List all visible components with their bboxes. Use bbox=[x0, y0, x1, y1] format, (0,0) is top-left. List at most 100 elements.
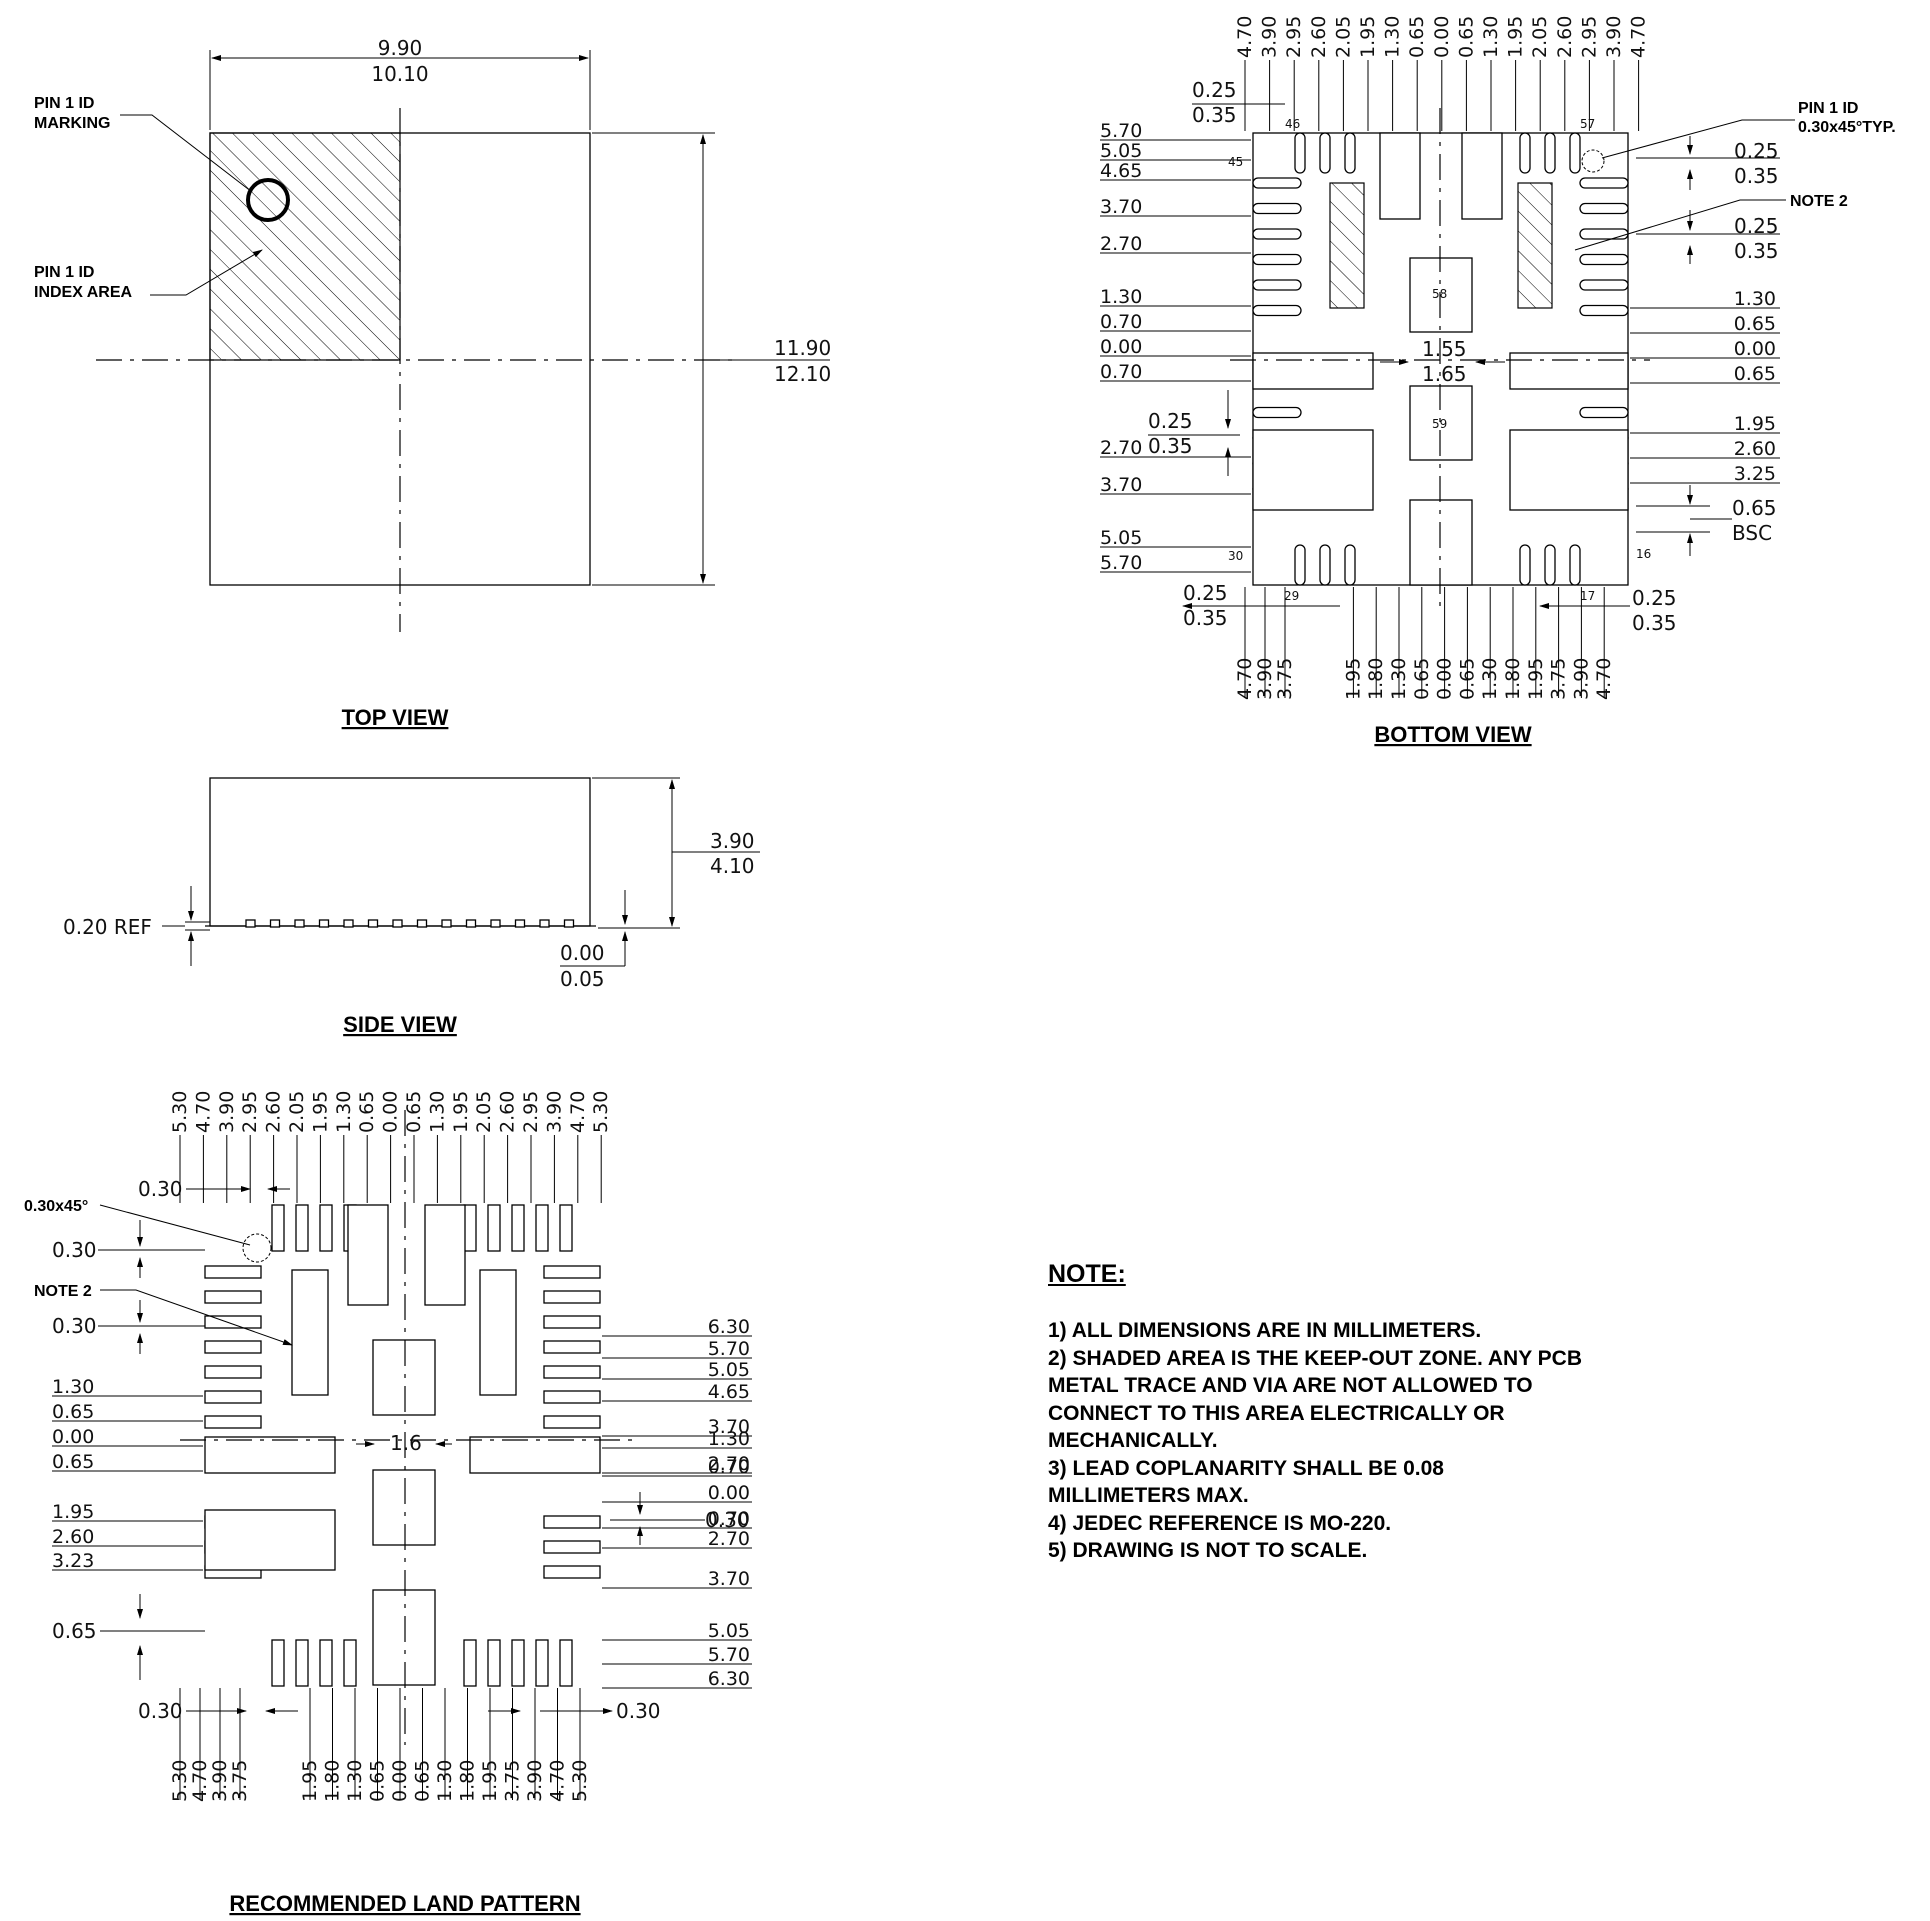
bv-left-tick: 3.70 bbox=[1100, 474, 1142, 496]
bv-left-tick: 5.70 bbox=[1100, 120, 1142, 142]
bv-top-tick: 2.60 bbox=[1554, 16, 1576, 58]
bv-lead-top bbox=[1544, 132, 1556, 174]
lp-top-tick: 0.00 bbox=[380, 1091, 402, 1133]
bv-right-tick: 1.95 bbox=[1734, 413, 1776, 435]
bv-left-tick: 1.30 bbox=[1100, 286, 1142, 308]
note-line: MECHANICALLY. bbox=[1048, 1429, 1218, 1452]
keepout-left bbox=[1329, 182, 1365, 309]
lp-left-tick: 1.30 bbox=[52, 1376, 94, 1398]
lp-left-tick: 2.60 bbox=[52, 1526, 94, 1548]
lp-pad-left bbox=[204, 1340, 262, 1354]
side-view-title: SIDE VIEW bbox=[343, 1012, 457, 1037]
lp-pad-bottom bbox=[343, 1639, 357, 1687]
notes-block: NOTE: 1) ALL DIMENSIONS ARE IN MILLIMETE… bbox=[1048, 1260, 1608, 1565]
lp-top-tick: 2.95 bbox=[520, 1091, 542, 1133]
side-lead bbox=[294, 919, 305, 928]
pin-59: 59 bbox=[1432, 417, 1447, 431]
pin-58: 58 bbox=[1432, 287, 1447, 301]
lp-pad-right bbox=[543, 1340, 601, 1354]
bv-gap-max: 1.65 bbox=[1422, 362, 1467, 386]
bv-lead-right bbox=[1579, 177, 1629, 189]
lp-right-tick: 4.65 bbox=[708, 1381, 750, 1403]
lp-right-tick: 0.00 bbox=[708, 1482, 750, 1504]
lp-left-tick: 0.00 bbox=[52, 1426, 94, 1448]
lp-pad-right bbox=[543, 1540, 601, 1554]
bv-right-tick: 2.60 bbox=[1734, 438, 1776, 460]
side-lead bbox=[465, 919, 477, 928]
lp-top-tick: 2.60 bbox=[263, 1091, 285, 1133]
bv-lead-w5-max: 0.35 bbox=[1183, 606, 1228, 630]
lp-pad-right bbox=[543, 1515, 601, 1529]
bv-note2: NOTE 2 bbox=[1790, 193, 1848, 210]
lp-top-tick: 2.05 bbox=[286, 1091, 308, 1133]
side-lead bbox=[343, 919, 354, 928]
bottom-view-title: BOTTOM VIEW bbox=[1374, 722, 1531, 747]
bv-lead-right bbox=[1579, 406, 1629, 419]
lp-pad-right bbox=[543, 1390, 601, 1404]
top-height-min: 11.90 bbox=[774, 336, 831, 360]
pin-30: 30 bbox=[1228, 549, 1243, 563]
lp-top-tick: 4.70 bbox=[567, 1091, 589, 1133]
lp-pad-left bbox=[204, 1390, 262, 1404]
bv-left-tick: 4.65 bbox=[1100, 160, 1142, 182]
note-line: 1) ALL DIMENSIONS ARE IN MILLIMETERS. bbox=[1048, 1319, 1482, 1342]
side-lead bbox=[318, 919, 330, 928]
bv-lead-w4-min: 0.25 bbox=[1148, 409, 1193, 433]
side-view: 3.90 4.10 0.20 REF 0.00 0.05 SIDE VIEW bbox=[63, 777, 760, 1037]
bv-lead-bottom bbox=[1294, 544, 1306, 586]
bv-lead-top bbox=[1344, 132, 1356, 174]
bv-lead-bottom bbox=[1344, 544, 1356, 586]
lp-pad-bottom bbox=[487, 1639, 501, 1687]
bv-lead-right bbox=[1579, 304, 1629, 317]
pad-58 bbox=[1409, 257, 1473, 333]
lp-top-tick: 4.70 bbox=[192, 1091, 214, 1133]
bv-lead-w1-min: 0.25 bbox=[1192, 78, 1237, 102]
bv-lead-right bbox=[1579, 202, 1629, 215]
lp-pad-right bbox=[543, 1415, 601, 1429]
lp-pad-right bbox=[543, 1290, 601, 1304]
lp-pad-bottom bbox=[463, 1639, 477, 1687]
lp-pad-bottom bbox=[559, 1639, 573, 1687]
bv-lead-w2-max: 0.35 bbox=[1734, 164, 1779, 188]
lp-top-tick: 1.30 bbox=[333, 1091, 355, 1133]
pin-29: 29 bbox=[1284, 589, 1299, 603]
bv-top-tick: 3.90 bbox=[1259, 16, 1281, 58]
lp-pad-top bbox=[511, 1204, 525, 1252]
bv-pitch-bsc: BSC bbox=[1732, 521, 1772, 545]
lp-pad-bottom bbox=[295, 1639, 309, 1687]
lp-right-tick: 3.70 bbox=[708, 1416, 750, 1438]
side-lead bbox=[367, 919, 379, 928]
note-line: 4) JEDEC REFERENCE IS MO-220. bbox=[1048, 1511, 1392, 1535]
side-lead bbox=[416, 919, 428, 928]
pin-16: 16 bbox=[1636, 547, 1651, 561]
pin-45: 45 bbox=[1228, 155, 1243, 169]
side-ref: 0.20 REF bbox=[63, 915, 152, 939]
bv-top-tick: 0.00 bbox=[1431, 16, 1453, 58]
lp-top-tick: 1.95 bbox=[450, 1091, 472, 1133]
bv-top-tick: 2.05 bbox=[1332, 16, 1354, 58]
bv-left-tick: 2.70 bbox=[1100, 437, 1142, 459]
bv-lead-left bbox=[1252, 228, 1302, 240]
lp-pad-top bbox=[319, 1204, 333, 1252]
bv-lead-left bbox=[1252, 406, 1302, 419]
lp-right-tick: 3.70 bbox=[708, 1568, 750, 1590]
bv-lead-left bbox=[1252, 304, 1302, 317]
lp-bottom-w2: 0.30 bbox=[616, 1699, 661, 1723]
lp-pad-top bbox=[271, 1204, 285, 1252]
bv-pin1-label-2: 0.30x45°TYP. bbox=[1798, 119, 1896, 136]
bv-top-tick: 2.95 bbox=[1283, 16, 1305, 58]
side-standoff-max: 0.05 bbox=[560, 967, 605, 991]
pin1-index-label-2: INDEX AREA bbox=[34, 284, 133, 301]
side-lead bbox=[514, 919, 526, 928]
bv-lead-bottom bbox=[1319, 544, 1331, 586]
lp-pad-left bbox=[204, 1365, 262, 1379]
bv-lead-w5-min: 0.25 bbox=[1183, 581, 1228, 605]
note-line: METAL TRACE AND VIA ARE NOT ALLOWED TO bbox=[1048, 1374, 1533, 1397]
bv-pin1-label-1: PIN 1 ID bbox=[1798, 100, 1858, 117]
bv-lead-w3-max: 0.35 bbox=[1734, 239, 1779, 263]
lp-center: 1.6 bbox=[390, 1431, 422, 1455]
bv-left-tick: 5.05 bbox=[1100, 140, 1142, 162]
bv-lead-bottom bbox=[1519, 544, 1531, 586]
lp-left-dim-1: 0.30 bbox=[52, 1238, 97, 1262]
